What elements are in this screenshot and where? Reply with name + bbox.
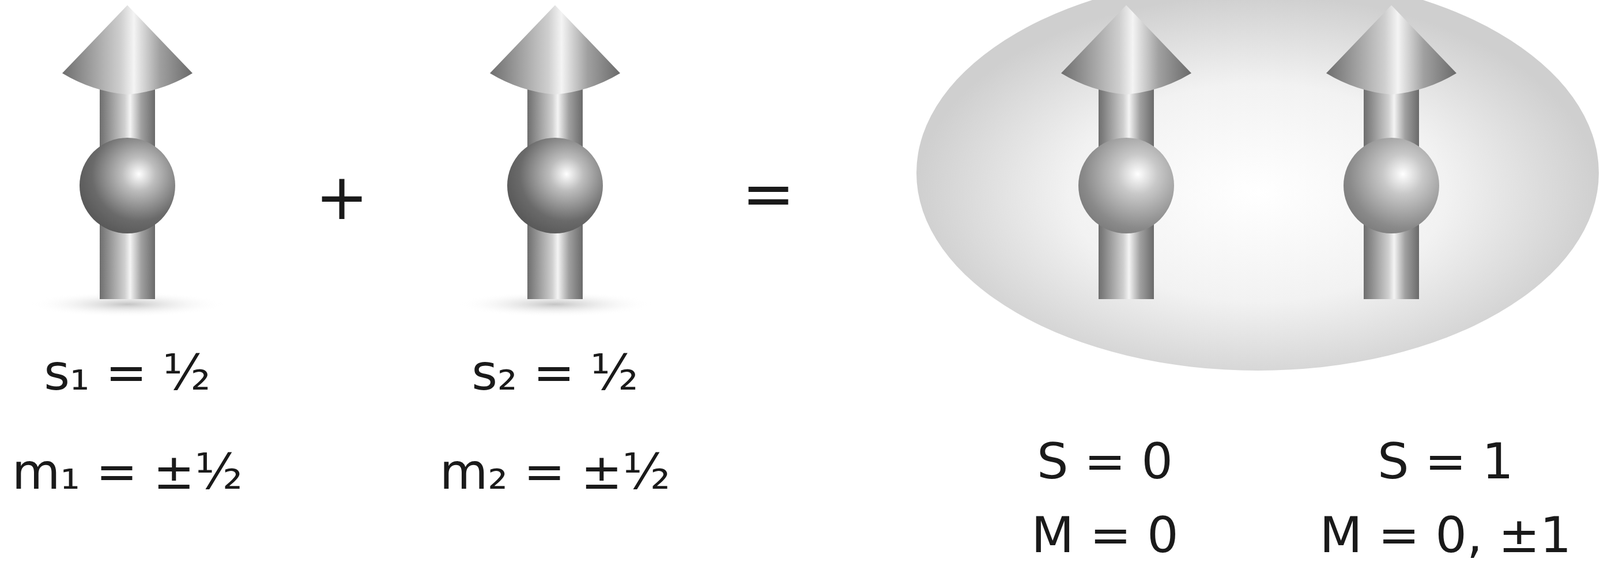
total-spin: S = 0 bbox=[1036, 434, 1173, 489]
magnetic-quantum-number: m₁ = ±½ bbox=[12, 444, 243, 500]
spin-quantum-number: s₂ = ½ bbox=[471, 345, 639, 400]
total-projection: M = 0, ±1 bbox=[1319, 507, 1572, 563]
spin-arrow bbox=[1061, 5, 1192, 300]
coupled-state-cloud bbox=[916, 0, 1599, 371]
spin-quantum-number: s₁ = ½ bbox=[43, 345, 211, 400]
equals-sign: = bbox=[741, 159, 795, 229]
spin-arrow bbox=[489, 5, 621, 300]
total-projection: M = 0 bbox=[1031, 507, 1179, 563]
spin-arrow bbox=[62, 5, 193, 300]
total-spin: S = 1 bbox=[1377, 434, 1514, 489]
spin-arrow bbox=[1326, 5, 1457, 300]
plus-sign: + bbox=[315, 162, 369, 233]
magnetic-quantum-number: m₂ = ±½ bbox=[439, 444, 671, 500]
